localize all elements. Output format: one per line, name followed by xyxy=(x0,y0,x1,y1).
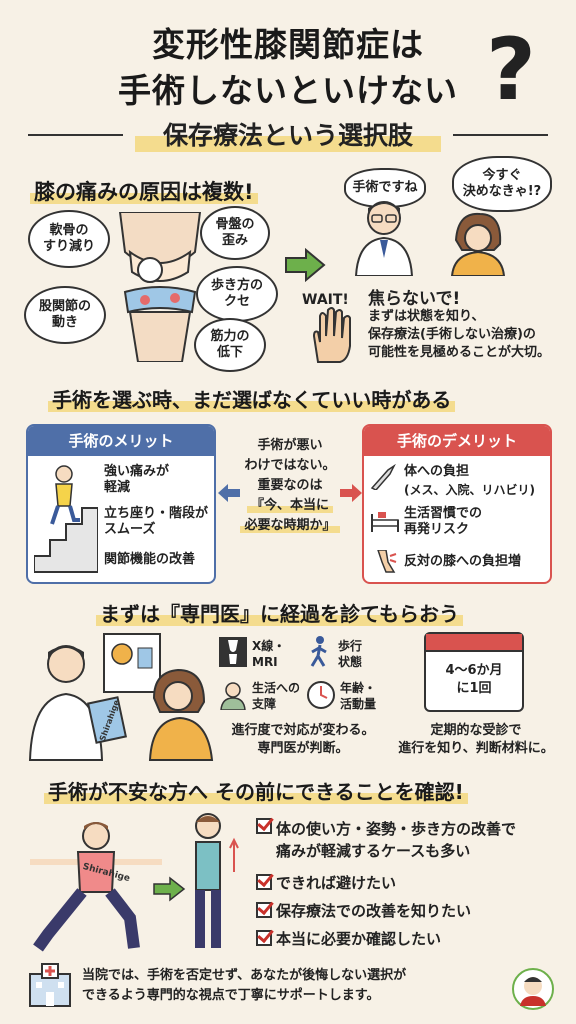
calendar-icon: 4〜6か月 に1回 xyxy=(424,632,524,712)
cause-bubble-hip: 股関節の 動き xyxy=(24,286,106,344)
check-age-label: 年齢・ 活動量 xyxy=(340,681,377,711)
merit-item-function: 関節機能の改善 xyxy=(104,552,196,567)
arrow-right-icon xyxy=(285,248,326,282)
checklist-item-1: 体の使い方・姿勢・歩き方の改善で 痛みが軽減するケースも多い xyxy=(256,818,516,862)
subtitle-bar: 保存療法という選択肢 xyxy=(0,116,576,156)
section2-heading: 手術を選ぶ時、まだ選ばなくていい時がある xyxy=(48,384,456,413)
walking-icon xyxy=(310,636,327,667)
merit-card: 手術のメリット 強い痛みが 軽減 立ち座り・階段が スムーズ 関節機能の改善 xyxy=(26,424,216,584)
stairs-climber-icon xyxy=(34,465,98,573)
cause-bubble-pelvis: 骨盤の 歪み xyxy=(200,206,270,260)
title-line-1: 変形性膝関節症は xyxy=(152,25,424,64)
divider-right xyxy=(453,134,548,136)
checklist-item-3: 保存療法での改善を知りたい xyxy=(256,900,471,921)
question-mark: ? xyxy=(486,20,536,120)
section3-heading: まずは『専門医』に経過を診てもらおう xyxy=(96,598,463,627)
clock-icon xyxy=(307,681,335,709)
arrow-right-green-icon xyxy=(153,876,186,902)
check-xray-label: X線・ MRI xyxy=(252,639,286,669)
section4-heading: 手術が不安な方へ その前にできることを確認! xyxy=(44,776,468,805)
advice-text: まずは状態を知り、 保存療法(手術しない治療)の 可能性を見極めることが大切。 xyxy=(368,309,551,360)
hospital-bed-icon xyxy=(371,512,399,532)
calendar-caption: 定期的な受診で 進行を知り、判断材料に。 xyxy=(398,723,554,756)
demerit-item-opposite-knee: 反対の膝への負担増 xyxy=(404,554,522,569)
footer-message: 当院では、手術を否定せず、あなたが後悔しない選択が できるよう専門的な視点で丁寧… xyxy=(82,968,407,1003)
arrow-right-red-icon xyxy=(340,484,362,502)
advice-title: 焦らないで! xyxy=(368,289,461,309)
demerit-card: 手術のデメリット 体への負担 (メス、入院、リハビリ) 生活習慣での 再発リスク… xyxy=(362,424,552,584)
wait-label: WAIT! xyxy=(302,292,349,308)
patient-icon xyxy=(450,212,506,276)
knee-joint-icon xyxy=(118,212,202,362)
demerit-item-burden: 体への負担 xyxy=(404,464,470,479)
standing-man-illustration xyxy=(195,813,239,948)
checkbox-icon xyxy=(256,930,272,946)
checklist-item-2: できれば避けたい xyxy=(256,872,396,893)
check-gait-label: 歩行 状態 xyxy=(338,639,363,669)
center-message: 手術が悪い わけではない。 重要なのは 『今、本当に 必要な時期か』 xyxy=(228,436,352,536)
demerit-item-recurrence: 生活習慣での 再発リスク xyxy=(404,506,483,537)
merit-card-title: 手術のメリット xyxy=(28,426,214,456)
scalpel-icon xyxy=(370,464,396,490)
doctor-speech-bubble: 手術ですね xyxy=(344,168,426,208)
checkbox-icon xyxy=(256,818,272,834)
cause-bubble-cartilage: 軟骨の すり減り xyxy=(28,210,110,268)
subtitle: 保存療法という選択肢 xyxy=(135,116,441,152)
section1-heading: 膝の痛みの原因は複数! xyxy=(30,176,258,206)
avatar xyxy=(512,968,554,1010)
patient-thought-bubble: 今すぐ 決めなきゃ!? xyxy=(452,156,552,212)
cause-bubble-gait: 歩き方の クセ xyxy=(196,266,278,322)
checkbox-icon xyxy=(256,902,272,918)
hand-stop-icon xyxy=(312,307,351,363)
knee-pain-icon xyxy=(377,550,397,573)
lifestyle-icon xyxy=(220,682,246,710)
demerit-card-title: 手術のデメリット xyxy=(364,426,550,456)
calendar-text: 4〜6か月 に1回 xyxy=(445,663,503,696)
demerit-item-burden-detail: (メス、入院、リハビリ) xyxy=(404,483,535,497)
merit-item-stairs: 立ち座り・階段が スムーズ xyxy=(104,506,209,537)
merit-item-pain: 強い痛みが 軽減 xyxy=(104,464,170,495)
stretching-woman-illustration xyxy=(30,822,162,952)
clinic-building-icon xyxy=(29,963,71,1007)
checkbox-icon xyxy=(256,874,272,890)
check-lifestyle-label: 生活への 支障 xyxy=(252,681,301,711)
arrow-left-icon xyxy=(218,484,240,502)
doctor-icon xyxy=(354,201,414,276)
title-line-2: 手術しないといけない xyxy=(118,71,458,110)
xray-icon xyxy=(219,637,247,667)
consultation-illustration xyxy=(28,633,214,761)
divider-left xyxy=(28,134,123,136)
checklist-item-4: 本当に必要か確認したい xyxy=(256,928,441,949)
cause-bubble-muscle: 筋力の 低下 xyxy=(194,318,266,372)
checks-caption: 進行度で対応が変わる。 専門医が判断。 xyxy=(231,723,375,756)
